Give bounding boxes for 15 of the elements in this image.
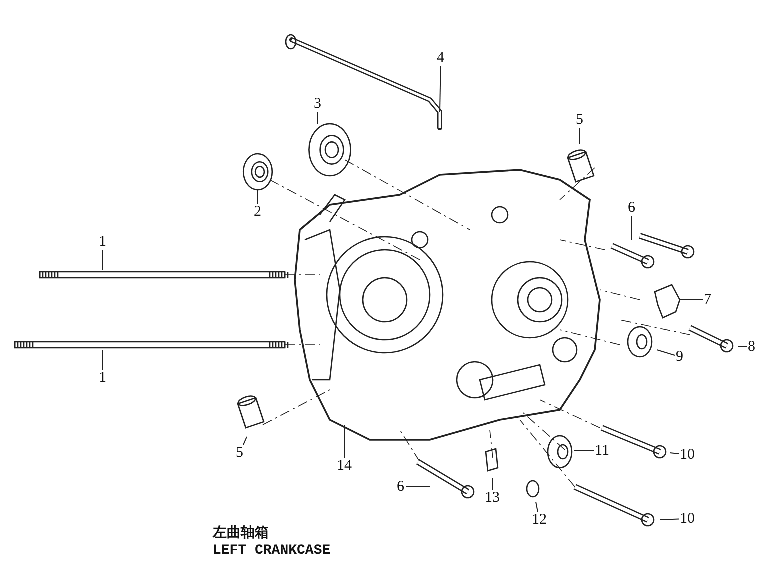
leader-line — [344, 424, 346, 458]
leader-line — [574, 450, 594, 452]
leader-line — [656, 350, 676, 356]
title: 左曲轴箱 — [213, 524, 269, 542]
leader-line — [536, 502, 538, 512]
leader-line — [406, 486, 430, 488]
leader-line — [440, 66, 442, 112]
leader-line — [670, 452, 680, 455]
caption: LEFT CRANKCASE — [213, 543, 331, 559]
leader-line — [660, 518, 680, 520]
leader-line — [738, 346, 748, 348]
leader-line — [492, 478, 494, 490]
leader-line — [102, 350, 104, 370]
leader-line — [102, 250, 104, 270]
leader-line — [243, 436, 248, 446]
